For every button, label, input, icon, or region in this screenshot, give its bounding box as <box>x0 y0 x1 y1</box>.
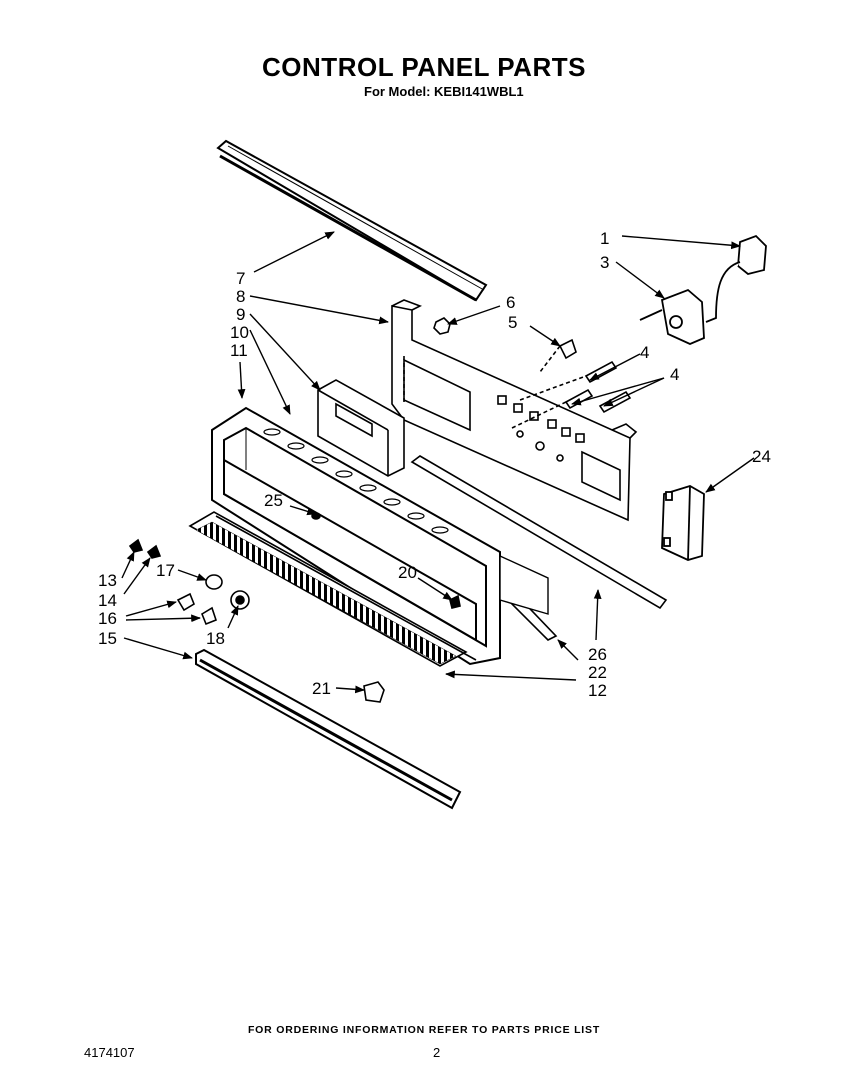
callout-leaders <box>121 231 755 694</box>
callout-labels: 1 3 6 5 4 4 7 8 9 10 11 24 25 13 14 17 2… <box>98 229 771 700</box>
callout-14: 14 <box>98 591 117 610</box>
callout-13: 13 <box>98 571 117 590</box>
callout-4b: 4 <box>670 365 679 384</box>
part-selector-switch <box>639 288 705 345</box>
callout-11: 11 <box>230 341 248 360</box>
page-number: 2 <box>433 1045 441 1060</box>
callout-10: 10 <box>230 323 249 342</box>
part-side-bracket <box>661 485 705 561</box>
callout-9: 9 <box>236 305 245 324</box>
part-console-frame <box>211 406 549 666</box>
callout-18: 18 <box>206 629 225 648</box>
part-lower-trim <box>195 648 462 810</box>
part-nut <box>433 317 451 335</box>
page-title: CONTROL PANEL PARTS <box>262 52 586 82</box>
part-sensor <box>705 234 767 323</box>
callout-24: 24 <box>752 447 771 466</box>
callout-8: 8 <box>236 287 245 306</box>
callout-3: 3 <box>600 253 609 272</box>
model-subtitle: For Model: KEBI141WBL1 <box>364 84 524 99</box>
callout-5: 5 <box>508 313 517 332</box>
part-electronic-control <box>317 379 405 477</box>
callout-1: 1 <box>600 229 609 248</box>
ordering-note: FOR ORDERING INFORMATION REFER TO PARTS … <box>247 1024 601 1036</box>
callout-16: 16 <box>98 609 117 628</box>
callout-12: 12 <box>588 681 607 700</box>
callout-15: 15 <box>98 629 117 648</box>
part-top-trim-strip <box>216 139 488 302</box>
callout-25: 25 <box>264 491 283 510</box>
part-clip <box>539 338 577 373</box>
callout-20: 20 <box>398 563 417 582</box>
callout-26: 26 <box>588 645 607 664</box>
callout-22: 22 <box>588 663 607 682</box>
part-vent-panel <box>188 511 477 667</box>
document-number: 4174107 <box>84 1045 135 1060</box>
part-control-backplate <box>391 299 638 522</box>
callout-4a: 4 <box>640 343 649 362</box>
callout-6: 6 <box>506 293 515 312</box>
callout-17: 17 <box>156 561 175 580</box>
callout-21: 21 <box>312 679 331 698</box>
callout-7: 7 <box>236 269 245 288</box>
